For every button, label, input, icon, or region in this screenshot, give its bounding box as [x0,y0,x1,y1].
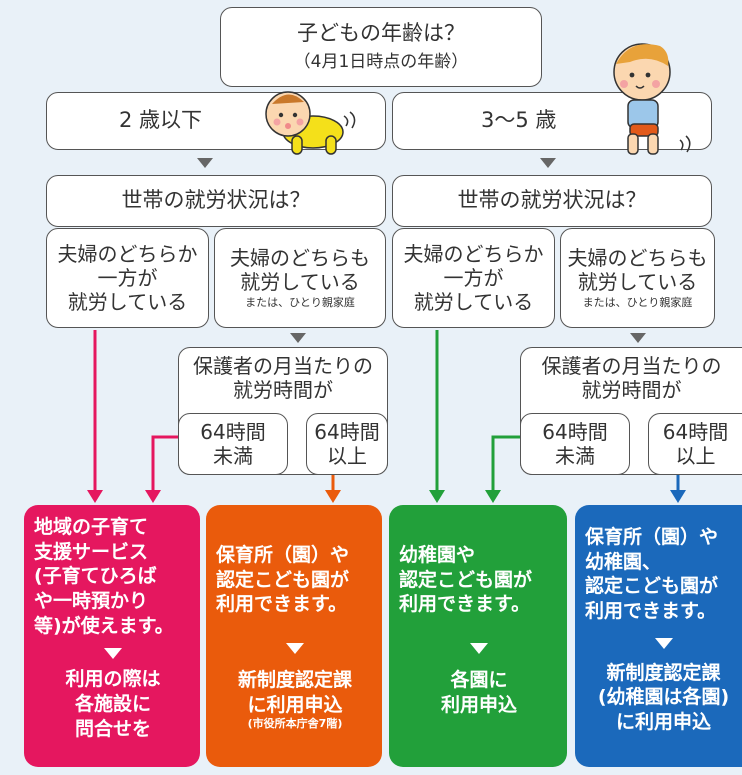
result-sub-line: 利用の際は [65,668,161,691]
result-box-nursery-kindergarten: 保育所（園）や 幼稚園、 認定こども園が 利用できます。 新制度認定課 (幼稚園… [575,505,742,767]
both-parent-line: 就労している [240,270,360,295]
result-main-line: 認定こども園が [585,575,719,598]
under-64h-box-left: 64時間 未満 [178,413,288,475]
result-sub-line: 新制度認定課 [606,661,721,684]
down-arrow-icon [654,637,673,649]
result-sub-line: (幼稚園は各園) [597,686,730,709]
single-parent-note: または、ひとり親家庭 [245,296,355,310]
down-arrow-icon [630,333,646,343]
result-main-line: 利用できます。 [585,600,717,623]
over-64h-box-right: 64時間 以上 [648,413,742,475]
monthly-hours-line: 保護者の月当たりの [193,354,373,378]
monthly-hours-line: 就労時間が [233,378,333,402]
monthly-hours-line: 就労時間が [581,378,682,402]
under-64h-line: 64時間 [542,420,608,444]
monthly-hours-line: 保護者の月当たりの [541,354,722,378]
both-parent-line: 夫婦のどちらも [567,246,708,271]
work-question-left: 世帯の就労状況は？ [121,188,311,213]
one-parent-line: 就労している [67,290,188,314]
both-parent-line: 夫婦のどちらも [230,246,370,271]
result-box-kindergarten: 幼稚園や 認定こども園が 利用できます。 各園に 利用申込 [389,505,567,767]
arrow-blue [670,490,686,503]
connector-pink-2 [151,435,178,492]
arrow-green-1 [429,490,445,503]
age-question-title: 子どもの年齢は？ [297,21,465,46]
both-parent-box-right: 夫婦のどちらも 就労している または、ひとり親家庭 [560,228,715,328]
one-parent-box-left: 夫婦のどちらか 一方が 就労している [46,228,209,328]
one-parent-line: 夫婦のどちらか [57,242,198,266]
result-main-line: 認定こども園が [216,568,350,591]
single-parent-note: または、ひとり親家庭 [582,296,693,310]
down-arrow-icon [290,333,306,343]
arrow-pink-1 [87,490,103,503]
result-main-line: 保育所（園）や [216,544,350,566]
result-main-line: や一時預かり [34,590,149,613]
under-64h-line: 未満 [213,444,253,468]
result-sub-line: 利用申込 [440,693,517,716]
down-arrow-icon [104,648,122,660]
result-sub-line: に利用申込 [615,711,711,734]
crawling-baby-illustration [265,91,356,155]
under-64h-line: 未満 [555,444,595,468]
age-3to5-label: 3～5 歳 [481,108,557,133]
result-main-line: 幼稚園、 [585,550,662,573]
result-sub-line: 新制度認定課 [237,669,352,692]
under-64h-line: 64時間 [200,420,266,444]
work-question-box-left: 世帯の就労状況は？ [46,175,386,227]
arrow-green-2 [485,490,501,503]
down-arrow-icon [540,158,556,168]
over-64h-box-left: 64時間 以上 [306,413,388,475]
one-parent-line: 一方が [97,266,158,290]
over-64h-line: 64時間 [314,420,380,444]
result-sub-line: に利用申込 [247,693,343,716]
arrow-pink-2 [145,490,161,503]
down-arrow-icon [197,158,213,168]
work-question-right: 世帯の就労状況は？ [457,188,647,213]
result-main-line: 等)が使えます。 [34,614,174,637]
one-parent-box-right: 夫婦のどちらか 一方が 就労している [392,228,555,328]
work-question-box-right: 世帯の就労状況は？ [392,175,712,227]
result-main-line: 地域の子育て [34,516,149,538]
connector-green-2 [491,435,520,492]
result-box-community-support: 地域の子育て 支援サービス (子育てひろば や一時預かり 等)が使えます。 利用… [24,505,200,767]
age-question-subtitle: （4月1日時点の年齢） [293,52,469,73]
result-note: (市役所本庁舎7階) [247,717,343,731]
both-parent-line: 就労している [577,270,698,295]
result-sub-line: 各施設に [74,693,151,716]
over-64h-line: 以上 [675,444,716,468]
one-parent-line: 夫婦のどちらか [403,242,544,266]
age-question-box: 子どもの年齢は？ （4月1日時点の年齢） [220,7,542,87]
arrow-orange [325,490,341,503]
over-64h-line: 以上 [327,444,367,468]
result-main-line: 支援サービス [34,540,149,563]
one-parent-line: 一方が [443,266,504,290]
result-sub-line: 各園に [450,669,508,692]
age-under2-label: 2 歳以下 [119,108,203,133]
result-main-line: (子育てひろば [34,565,157,588]
over-64h-line: 64時間 [662,420,729,444]
both-parent-box-left: 夫婦のどちらも 就労している または、ひとり親家庭 [214,228,386,328]
result-main-line: 認定こども園が [399,568,533,591]
result-main-line: 利用できます。 [216,593,348,616]
result-box-nursery: 保育所（園）や 認定こども園が 利用できます。 新制度認定課 に利用申込 (市役… [206,505,382,767]
result-sub-line: 問合せを [74,717,151,740]
down-arrow-icon [286,643,304,655]
result-main-line: 利用できます。 [399,593,531,616]
walking-toddler-illustration [613,43,691,155]
result-main-line: 幼稚園や [399,544,476,566]
one-parent-line: 就労している [413,290,534,314]
result-main-line: 保育所（園）や [585,526,719,548]
down-arrow-icon [470,643,488,655]
under-64h-box-right: 64時間 未満 [520,413,630,475]
